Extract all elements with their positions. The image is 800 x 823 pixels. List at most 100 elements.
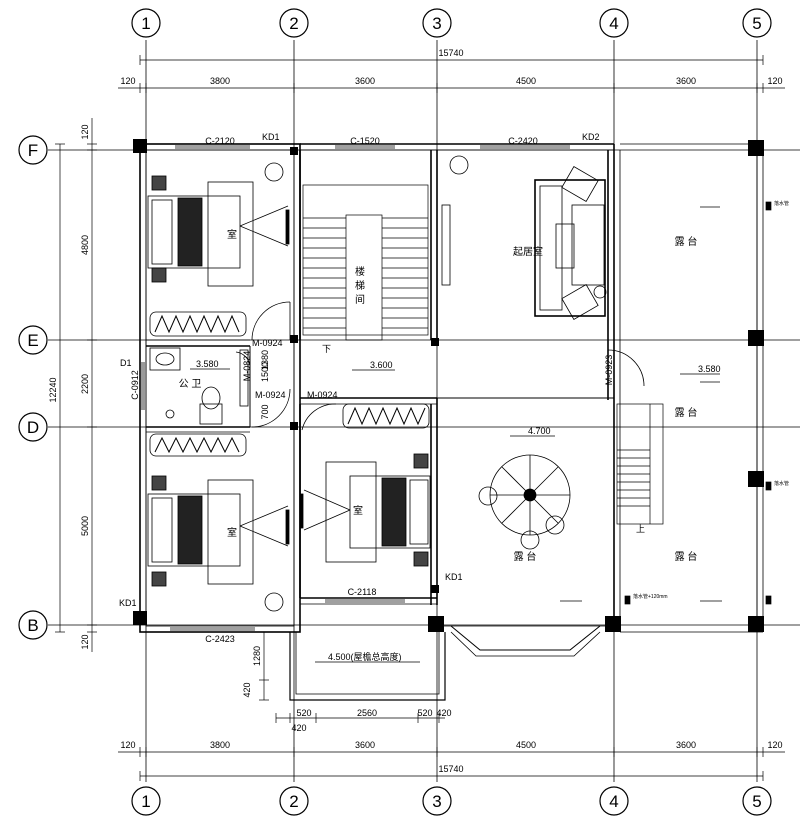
bottom-dim-2: 3800: [210, 740, 230, 750]
structural-columns: [133, 139, 764, 632]
col-4-top: 4: [609, 14, 618, 33]
dim-700: 700: [260, 404, 270, 419]
balcony-extra-dim: 420: [291, 723, 306, 733]
stair-down-label: 下: [322, 344, 331, 354]
bedroom-2-label: 室: [353, 504, 363, 517]
column-bubbles-bottom: 1 2 3 4 5: [131, 786, 772, 816]
bed-top-left: [147, 162, 290, 337]
left-dim-4: 5000: [80, 516, 90, 536]
bottom-dim-1: 120: [120, 740, 135, 750]
hall-elevation: 3.600: [370, 360, 393, 370]
top-dimensions: [118, 55, 785, 93]
elevation-markers: [190, 368, 720, 663]
bedroom-3-label: 室: [227, 526, 237, 539]
drain-note-2: 落水管: [774, 480, 789, 487]
stair-label-3: 间: [355, 293, 365, 306]
terrace-elevation: 3.580: [698, 364, 721, 374]
balcony-dim-1: 520: [296, 708, 311, 718]
dim-1380: 1380: [260, 350, 270, 370]
kd1-top: KD1: [262, 132, 280, 142]
bottom-dim-6: 120: [767, 740, 782, 750]
living-room-sofa: [441, 155, 607, 320]
window-c2118: C-2118: [348, 587, 377, 597]
terrace-label-2: 露 台: [675, 406, 698, 419]
left-dim-2: 4800: [80, 235, 90, 255]
bath-elevation: 3.580: [196, 359, 219, 369]
stair-label-2: 梯: [355, 279, 365, 292]
balcony-dim-2: 2560: [357, 708, 377, 718]
kd2-top: KD2: [582, 132, 600, 142]
windows: [141, 145, 570, 631]
col-2-bottom: 2: [289, 792, 298, 811]
top-total-dim: 15740: [438, 48, 463, 58]
terrace-label-3: 露 台: [675, 550, 698, 563]
row-bubbles: F E D B: [18, 135, 48, 640]
left-dimensions: [55, 118, 97, 652]
bed-bottom-left: [147, 433, 290, 612]
d1-label: D1: [120, 358, 132, 368]
umbrella-table: [478, 454, 571, 550]
bed-middle: [299, 403, 431, 567]
terrace-label-4: 露 台: [514, 550, 537, 563]
window-c1520: C-1520: [350, 136, 380, 146]
col-1-bottom: 1: [141, 792, 150, 811]
terrace-center-elevation: 4.700: [528, 426, 551, 436]
dim-1500: 1500: [260, 362, 270, 382]
staircase: [302, 184, 664, 525]
top-dim-5: 3600: [676, 76, 696, 86]
balcony-dimensions: [259, 631, 445, 723]
row-f: F: [28, 141, 38, 160]
drain-note-3: 落水管+120mm: [633, 593, 668, 600]
bottom-dim-4: 4500: [516, 740, 536, 750]
balcony-dim-4: 420: [436, 708, 451, 718]
door-m0824: M-0824: [242, 351, 252, 382]
walls: [139, 143, 764, 701]
left-dim-5: 120: [80, 634, 90, 649]
stair-up-label: 上: [636, 524, 645, 534]
row-b: B: [27, 616, 38, 635]
window-c2423: C-2423: [205, 634, 235, 644]
bottom-dimensions: [118, 747, 785, 781]
left-total-dim: 12240: [48, 377, 58, 402]
balcony-elevation: 4.500(屋檐总高度): [328, 651, 402, 662]
left-dim-3: 2200: [80, 374, 90, 394]
door-m0924-c: M-0924: [307, 390, 338, 400]
kd1-bottom-left: KD1: [119, 598, 137, 608]
window-c0912: C-0912: [130, 370, 140, 400]
top-dim-6: 120: [767, 76, 782, 86]
col-3-top: 3: [432, 14, 441, 33]
bath-label: 公 卫: [179, 379, 202, 390]
top-dim-4: 4500: [516, 76, 536, 86]
row-e: E: [27, 331, 38, 350]
top-dim-1: 120: [120, 76, 135, 86]
bottom-dim-3: 3600: [355, 740, 375, 750]
bottom-dim-5: 3600: [676, 740, 696, 750]
col-4-bottom: 4: [609, 792, 618, 811]
door-m0924-a: M-0924: [252, 338, 283, 348]
balcony-depth-dim-2: 420: [242, 682, 252, 697]
col-5-top: 5: [752, 14, 761, 33]
balcony-depth-dim-1: 1280: [252, 646, 262, 666]
kd1-bottom-mid: KD1: [445, 572, 463, 582]
bottom-total-dim: 15740: [438, 764, 463, 774]
living-room-label: 起居室: [513, 245, 543, 258]
top-dim-2: 3800: [210, 76, 230, 86]
left-dim-1: 120: [80, 124, 90, 139]
door-swings: [235, 301, 645, 431]
row-d: D: [27, 418, 39, 437]
col-1-top: 1: [141, 14, 150, 33]
bedroom-1-label: 室: [227, 228, 237, 241]
col-2-top: 2: [289, 14, 298, 33]
drain-arrows: [560, 201, 772, 605]
balcony-dim-3: 520: [417, 708, 432, 718]
col-5-bottom: 5: [752, 792, 761, 811]
door-m0923: M-0923: [604, 355, 614, 386]
drain-note-1: 落水管: [774, 200, 789, 207]
window-c2120: C-2120: [205, 136, 235, 146]
window-c2420: C-2420: [508, 136, 538, 146]
top-dim-3: 3600: [355, 76, 375, 86]
bathroom-fixtures: [149, 347, 249, 425]
stair-label-1: 楼: [355, 265, 365, 278]
col-3-bottom: 3: [432, 792, 441, 811]
